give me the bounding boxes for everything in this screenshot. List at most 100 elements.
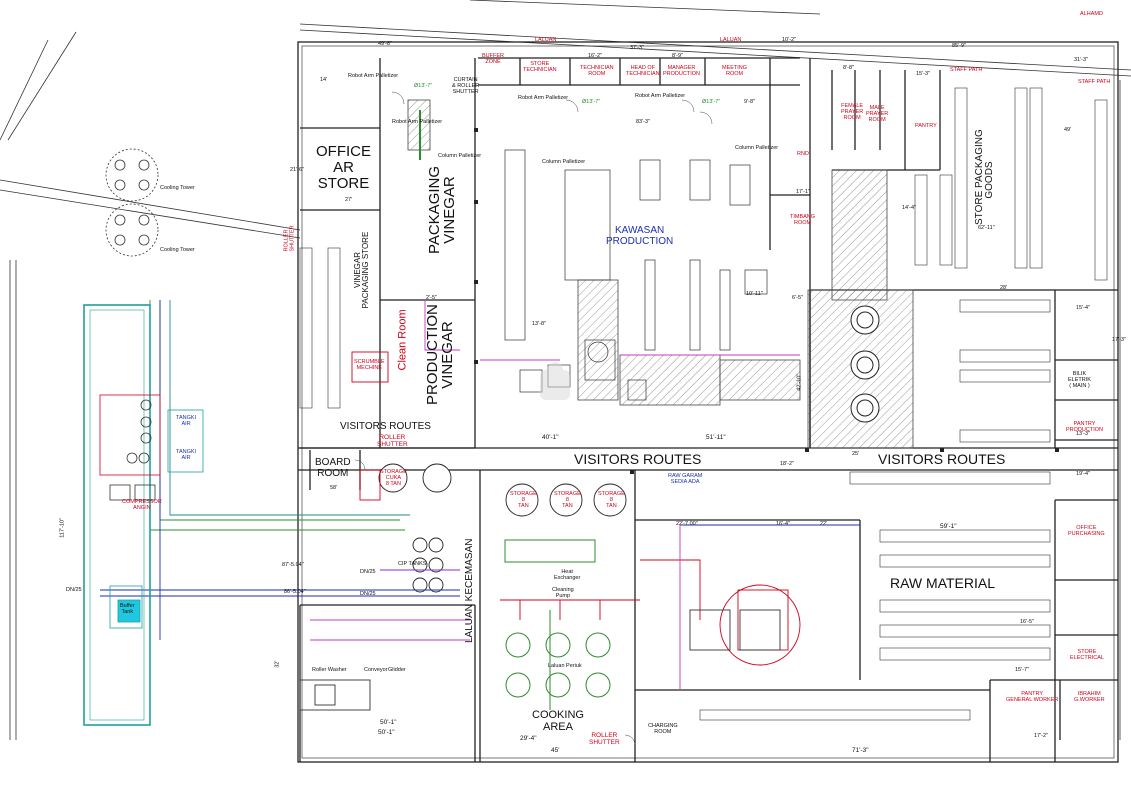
service-strip <box>83 304 151 726</box>
roller-shutter-label-1: ROLLER SHUTTER <box>377 434 408 448</box>
raw-garam-label: RAW GARAM SEDIA ADA <box>668 473 703 485</box>
buffer-tank-label: Buffer Tank <box>120 603 135 615</box>
dimension: 49' <box>1064 127 1072 133</box>
head-of-technician-label: HEAD OF TECHNICIAN <box>626 65 660 77</box>
dimension: 42'-10" <box>796 373 803 391</box>
meeting-room-label: MEETING ROOM <box>722 65 748 77</box>
dimension: 25' <box>852 451 860 457</box>
kawasan-production-label: KAWASAN PRODUCTION <box>606 225 674 247</box>
technician-room-label: TECHNICIAN ROOM <box>580 65 614 77</box>
dimension: 27' <box>345 197 353 203</box>
store-technician-label: STORE TECHNICIAN <box>523 61 557 73</box>
fermenter-tanks <box>850 305 880 423</box>
dimension: 14'-4" <box>902 205 917 211</box>
cip-tanks-label: CIP TANKS <box>398 561 427 567</box>
visitors-routes-small: VISITORS ROUTES <box>340 421 431 432</box>
dimension: 15'-7" <box>1015 667 1030 673</box>
dimension: 29'-4" <box>520 735 537 742</box>
dimension: 31'-3" <box>1074 57 1089 63</box>
heat-exchanger-label: Heat Exchanger <box>554 569 581 581</box>
dn25-label-1: DN/25 <box>66 587 82 593</box>
dimension: 86'-5.04" <box>284 589 306 595</box>
dimension: 62'-11" <box>978 225 995 231</box>
column-palletizer-label-2: Column Palletizer <box>542 159 586 165</box>
pantry-label: PANTRY <box>915 123 937 129</box>
dimension: 22' <box>820 521 828 527</box>
store-electrical-label: STORE ELECTRICAL <box>1070 649 1104 661</box>
dimension: 49'-8" <box>378 41 393 47</box>
dimension: 17'-3" <box>1112 337 1127 343</box>
utility-plant <box>99 148 204 629</box>
column-palletizer-label-3: Column Palletizer <box>735 145 779 151</box>
dimension: 85'-9" <box>952 43 967 49</box>
manager-production-label: MANAGER PRODUCTION <box>663 65 700 77</box>
dimension: 14' <box>320 77 328 83</box>
dimension: 16'-5" <box>1020 619 1035 625</box>
laluan-kecemasan-label: LALUAN KECEMASAN <box>464 538 475 643</box>
diameter-label-1: Ø13'-7" <box>414 83 433 89</box>
dimension: 15'-3" <box>916 71 931 77</box>
alhamd-label: ALHAMD <box>1080 11 1103 17</box>
hatched-platforms <box>407 99 914 449</box>
staff-path-label-1: STAFF PATH <box>950 67 983 73</box>
office-ar-store-label: OFFICE AR STORE <box>316 143 371 192</box>
dimension: 50'-1" <box>378 729 395 736</box>
dimension: 71'-3" <box>852 747 869 754</box>
dimension: 19'-4" <box>1076 471 1091 477</box>
dimension: 32' <box>274 660 281 668</box>
storage-tan-label-1: STORAGE 8 TAN <box>510 491 537 509</box>
dimension: 9'-8" <box>744 99 755 105</box>
laluan-periuk-label: Laluan Periuk <box>548 663 582 669</box>
tangki-air-label-1: TANGKI AIR <box>176 415 197 427</box>
dimension: 87'-5.04" <box>282 562 304 568</box>
dimension: 17'-1" <box>796 189 811 195</box>
bilik-elektrik-label: BILIK ELETRIK ( MAIN ) <box>1068 371 1091 389</box>
roller-washer-label: Roller Washer <box>312 667 347 673</box>
visitors-routes-center: VISITORS ROUTES <box>574 451 702 467</box>
female-prayer-label: FEMALE PRAYER ROOM <box>841 103 864 121</box>
dimension: 58' <box>330 485 338 491</box>
dimension: 83'-3" <box>636 119 651 125</box>
dimension: 2'-5" <box>426 295 437 301</box>
packaging-vinegar-label: PACKAGING VINEGAR <box>426 165 458 255</box>
pantry-production-label: PANTRY PRODUCTION <box>1066 421 1103 433</box>
dimension: 40'-1" <box>542 434 559 441</box>
robot-palletizer-label-1: Robot Arm Palletizer <box>348 73 399 79</box>
cooking-area-label: COOKING AREA <box>532 709 584 733</box>
column-palletizer-label-1: Column Palletizer <box>438 153 482 159</box>
tangki-air-label-2: TANGKI AIR <box>176 449 197 461</box>
storage-racks <box>299 87 1108 721</box>
dimension: 13'-8" <box>532 321 547 327</box>
dimension: 10'-11" <box>746 291 763 297</box>
door-swings <box>354 91 713 746</box>
staff-path-label-2: STAFF PATH <box>1078 79 1111 85</box>
compressor-label: COMPRESSOR ANGIN <box>122 499 162 511</box>
dimension: 37'-3" <box>630 45 645 51</box>
dimension: 28' <box>1000 285 1008 291</box>
robot-palletizer-label-2: Robot Arm Palletizer <box>518 95 569 101</box>
dimension: 17'-2" <box>1034 733 1049 739</box>
laluan-label-1: LALUAN <box>535 37 557 43</box>
dimension: 10'-2" <box>782 37 797 43</box>
conveyor-label: Conveyor <box>364 667 388 673</box>
dimension: 8'-9" <box>672 53 683 59</box>
diameter-label-2: Ø13'-7" <box>582 99 601 105</box>
watermark <box>540 362 570 400</box>
structural-columns <box>474 128 1059 474</box>
storage-tanks <box>378 463 627 593</box>
dimension: 8'-8" <box>843 65 854 71</box>
store-packaging-goods-label: STORE PACKAGING GOODS <box>974 129 995 225</box>
cleaning-pump-label: Cleaning Pump <box>552 587 574 599</box>
timbang-room-label: TIMBANG ROOM <box>790 214 816 226</box>
dimension: 117'-10" <box>59 518 66 538</box>
board-room-label: BOARD ROOM <box>315 457 351 479</box>
visitors-routes-right: VISITORS ROUTES <box>878 451 1006 467</box>
dimension: 18'-2" <box>780 461 795 467</box>
dimension: 51'-11" <box>706 434 726 441</box>
charging-room-label: CHARGING ROOM <box>648 723 678 735</box>
dimension: 15'-4" <box>1076 305 1091 311</box>
dn25-label-3: DN/25 <box>360 591 376 597</box>
scrumble-mechine-label: SCRUMBLE MECHINE <box>354 359 385 371</box>
clean-room-label: Clean Room <box>396 309 409 371</box>
storage-tan-label-3: STORAGE 8 TAN <box>598 491 625 509</box>
